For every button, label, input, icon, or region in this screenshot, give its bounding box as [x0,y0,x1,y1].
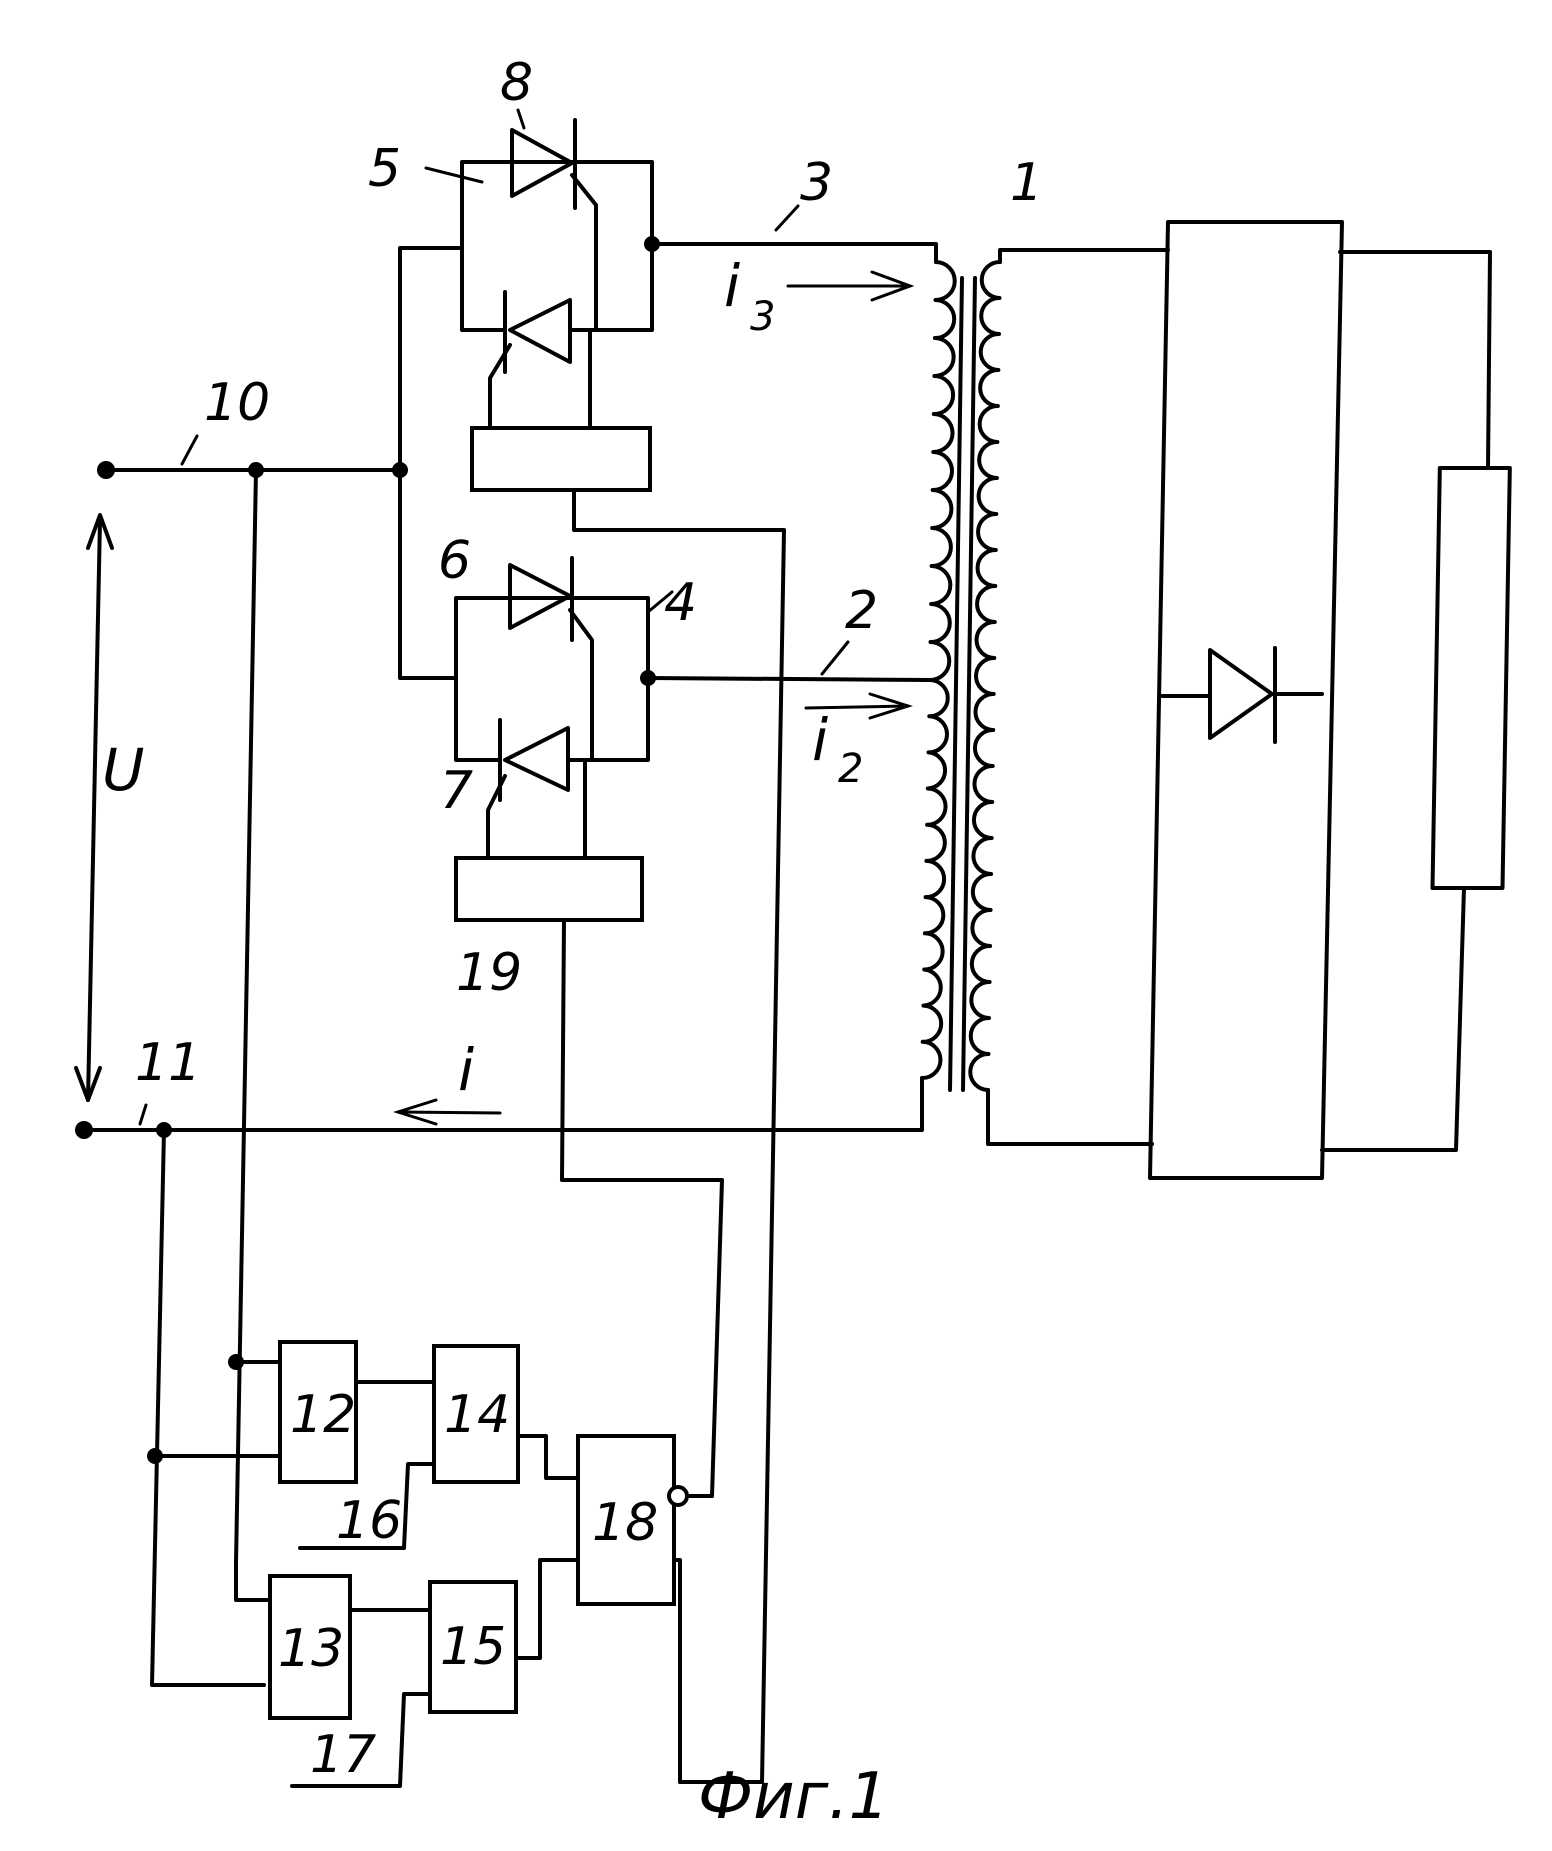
block-12-label: 12 [290,1385,356,1445]
voltage-arrow [74,513,114,1102]
secondary-lead-bottom [986,1088,1154,1146]
tap-line-2 [646,676,932,682]
thyristor-pair-lower [454,556,650,860]
label-block-19: 19 [456,943,522,1003]
block-13-label: 13 [278,1619,344,1679]
sense-wire-voltage [234,468,258,1564]
label-current-i2-sub: 2 [838,746,863,792]
label-thyristor-8: 8 [500,53,533,113]
junction-node [644,236,660,252]
block-15 [428,1580,518,1714]
block-18 [576,1434,676,1606]
primary-winding [920,260,957,1081]
label-input-16: 16 [336,1491,402,1551]
transformer-core [961,276,977,1092]
label-pair-4: 4 [664,573,697,633]
transformer-core [948,276,964,1092]
thyristor-pair-upper [460,118,654,430]
label-line-11: 11 [135,1033,201,1093]
sense-wire-current [150,1128,266,1687]
load-resistor [1430,466,1512,890]
transformer-1 [920,248,1170,1146]
secondary-winding [968,259,1002,1092]
label-line-10: 10 [204,373,270,433]
load-wire-top [1338,250,1492,470]
rectifier-block [1148,220,1344,1180]
load-wire-bottom [1320,886,1466,1152]
trigger-block-19 [454,856,644,922]
block-12 [278,1340,358,1484]
figure-caption: Фиг.1 [698,1760,889,1834]
block-14 [432,1344,520,1484]
control-interconnect [147,1354,682,1788]
block-13 [268,1574,352,1720]
control-wire-upper [572,488,786,1784]
label-thyristor-7: 7 [440,761,473,821]
block-15-label: 15 [440,1617,506,1677]
tap-line-3 [650,242,938,264]
wire-to-lower-pair [398,468,458,680]
supply-line-11 [82,1076,924,1132]
inverting-input [667,1485,689,1507]
label-thyristor-6: 6 [438,531,471,591]
label-current-i: i [458,1036,474,1104]
trigger-block-upper [470,426,652,492]
label-voltage: U [102,736,144,804]
current-arrow-i2 [804,692,913,720]
label-tap-3: 3 [800,153,833,213]
control-wire-19 [560,918,724,1498]
terminal-10 [97,461,115,479]
leader-lines [138,108,850,1126]
label-current-i3: i [724,252,740,320]
wire-to-upper-pair [398,246,464,472]
label-current-i2: i [812,706,828,774]
block-14-label: 14 [444,1385,510,1445]
label-tap-2: 2 [845,581,878,641]
label-current-i3-sub: 3 [750,294,775,340]
block-18-label: 18 [592,1493,658,1553]
junction-node [640,670,656,686]
terminal-11 [75,1121,93,1139]
current-arrow-i [393,1098,502,1126]
current-arrow-i3 [786,270,915,302]
secondary-lead-top [998,248,1170,264]
label-input-17: 17 [310,1725,376,1785]
label-pair-5: 5 [368,139,401,199]
label-transformer: 1 [1010,153,1043,213]
rectifier-diode [1160,646,1324,744]
